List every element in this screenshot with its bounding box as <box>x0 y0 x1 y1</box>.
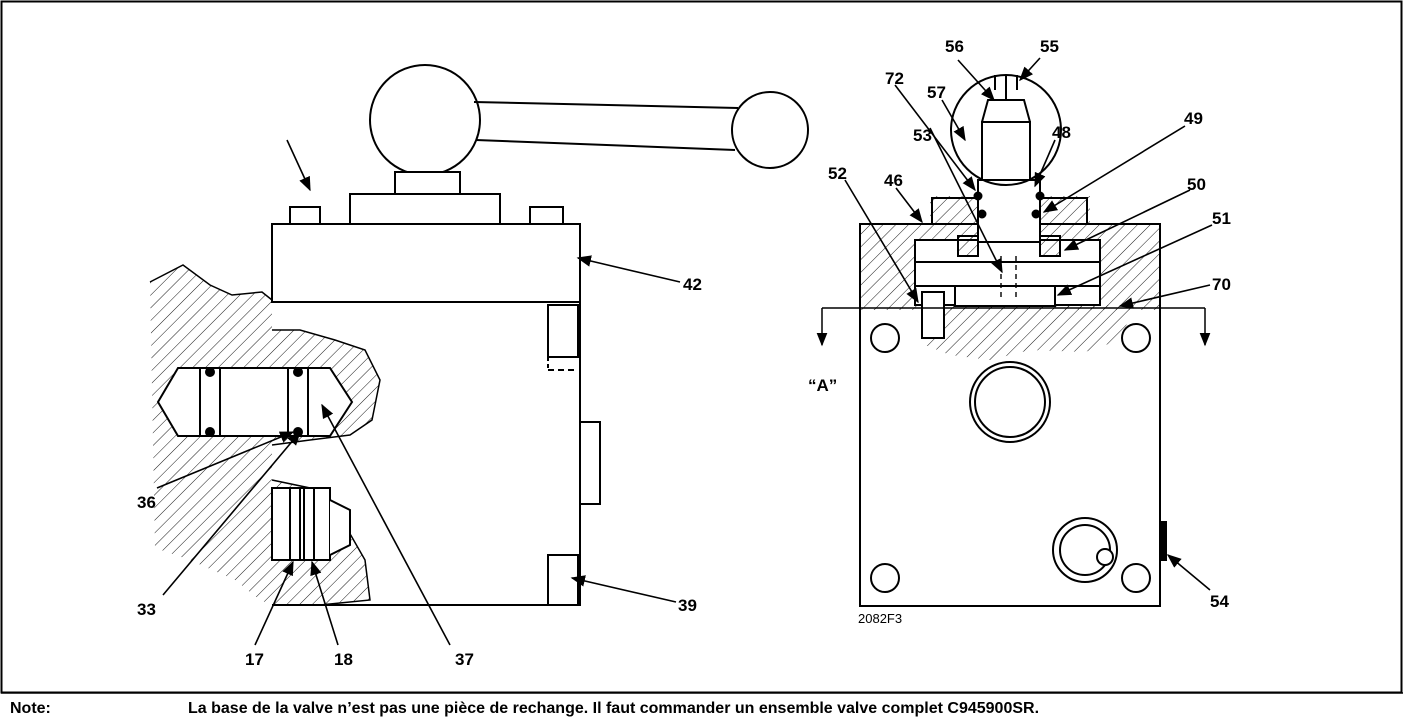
note-label: Note: <box>10 700 51 717</box>
callout-33: 33 <box>137 600 156 619</box>
section-label-a: “A” <box>808 376 838 395</box>
callout-52: 52 <box>828 164 847 183</box>
callout-42: 42 <box>683 275 702 294</box>
callout-70: 70 <box>1212 275 1231 294</box>
drawing-code: 2082F3 <box>858 611 903 626</box>
callout-39: 39 <box>678 596 697 615</box>
callout-57: 57 <box>927 83 946 102</box>
callout-50: 50 <box>1187 175 1206 194</box>
callout-55: 55 <box>1040 37 1059 56</box>
callout-49: 49 <box>1184 109 1203 128</box>
callout-72: 72 <box>885 69 904 88</box>
callout-48: 48 <box>1052 123 1071 142</box>
callout-54: 54 <box>1210 592 1229 611</box>
left-view <box>149 64 809 606</box>
callout-53: 53 <box>913 126 932 145</box>
note-row: Note: La base de la valve n’est pas une … <box>0 694 1403 724</box>
note-text: La base de la valve n’est pas une pièce … <box>188 700 1040 717</box>
callout-56: 56 <box>945 37 964 56</box>
callout-37: 37 <box>455 650 474 669</box>
callout-17: 17 <box>245 650 264 669</box>
callout-18: 18 <box>334 650 353 669</box>
right-view <box>816 74 1211 607</box>
callout-36: 36 <box>137 493 156 512</box>
callout-46: 46 <box>884 171 903 190</box>
callout-51: 51 <box>1212 209 1231 228</box>
